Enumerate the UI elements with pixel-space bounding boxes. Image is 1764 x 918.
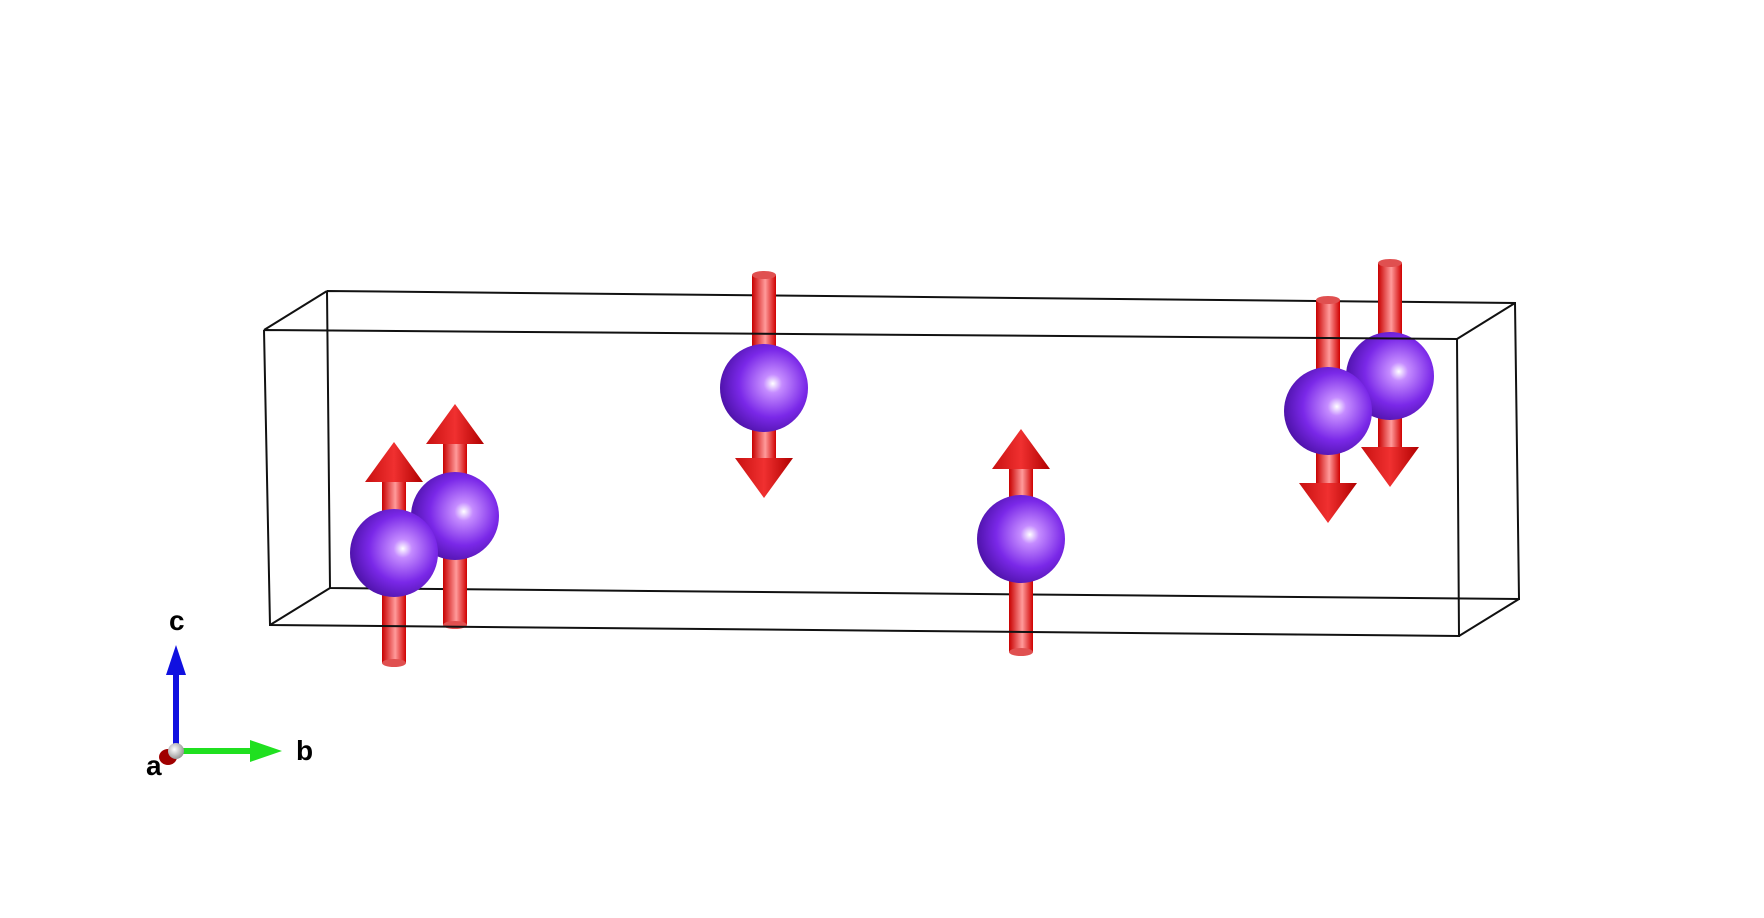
spin-up-arrowhead [426,404,484,444]
atoms-layer [350,259,1434,667]
axis-origin [168,743,184,759]
spin-arrow-end-cap [1378,259,1402,267]
spin-arrow-end-cap [1009,648,1033,656]
spin-up-arrowhead [365,442,423,482]
atom-5[interactable] [1346,259,1434,487]
atom-1[interactable] [411,404,499,629]
axis-triad [159,645,282,765]
atom-4[interactable] [977,429,1065,656]
atom-3[interactable] [720,271,808,498]
atom-sphere [350,509,438,597]
spin-down-arrowhead [735,458,793,498]
atom-2[interactable] [350,442,438,667]
unit-cell-box [263,290,1521,637]
spin-arrow-end-cap [443,621,467,629]
atom-sphere [977,495,1065,583]
b-axis-label: b [296,735,314,766]
spin-down-arrowhead [1361,447,1419,487]
c-axis-label: c [169,605,185,636]
atom-6[interactable] [1284,296,1372,523]
b-axis-arrowhead [250,740,282,762]
spin-arrow-end-cap [1316,296,1340,304]
unit-cell-front-face [263,329,1461,638]
c-axis-arrowhead [166,645,186,675]
atom-sphere [720,344,808,432]
a-axis-label: a [146,750,162,781]
spin-arrow-end-cap [382,659,406,667]
spin-arrow-end-cap [752,271,776,279]
spin-up-arrowhead [992,429,1050,469]
spin-down-arrowhead [1299,483,1357,523]
atom-sphere [1284,367,1372,455]
